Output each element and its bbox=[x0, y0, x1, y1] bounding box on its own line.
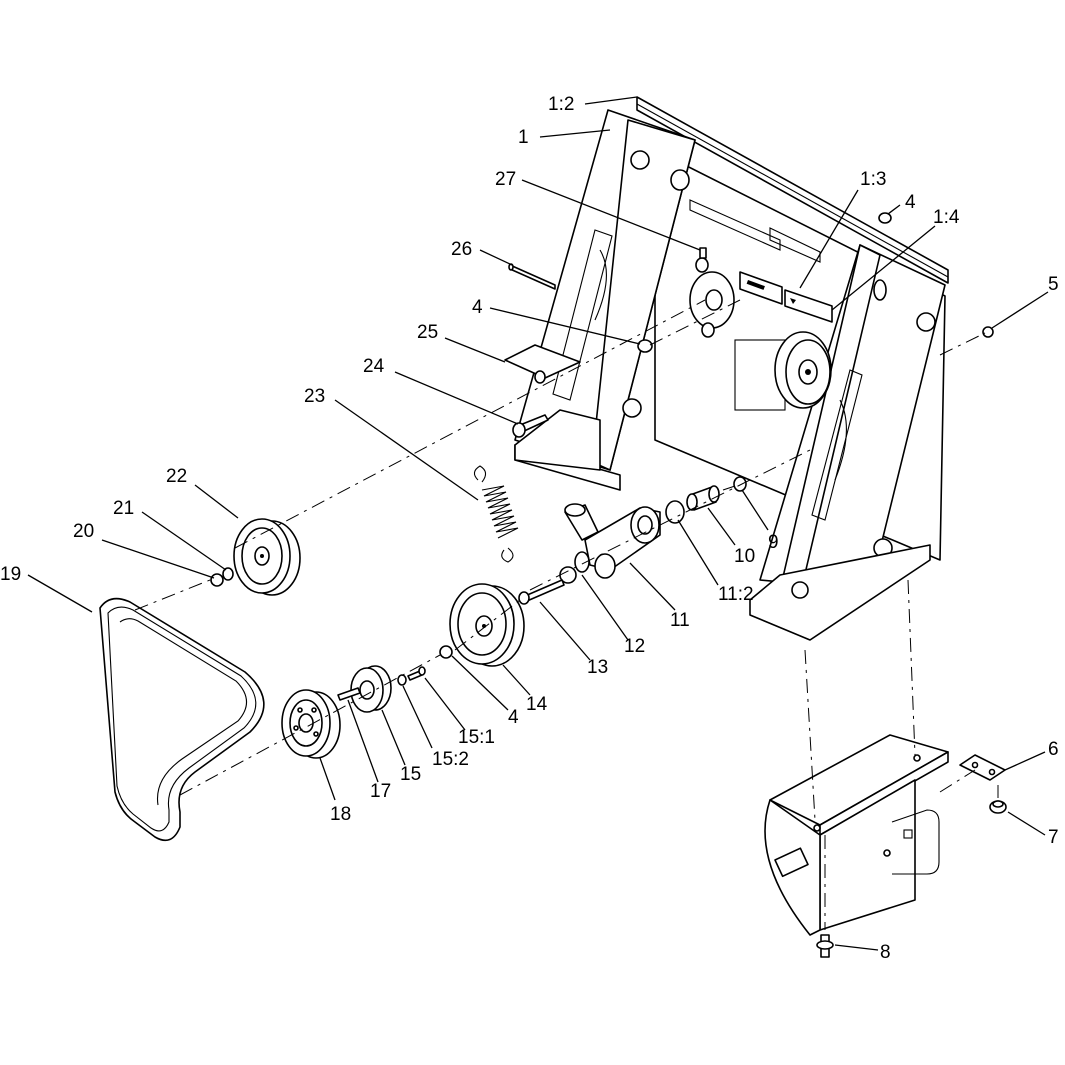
callout-27: 27 bbox=[495, 169, 516, 190]
callout-1-2: 1:2 bbox=[548, 94, 574, 115]
part-15-1-bolt bbox=[407, 666, 426, 681]
part-24-bolt bbox=[512, 414, 549, 438]
part-15-hub bbox=[350, 665, 392, 713]
part-4-nut-low bbox=[439, 645, 453, 659]
callout-4: 4 bbox=[905, 192, 916, 213]
part-13-bolt bbox=[518, 579, 565, 605]
part-21-washer bbox=[222, 567, 234, 581]
callout-15-2: 15:2 bbox=[432, 749, 469, 770]
part-17-key bbox=[337, 687, 361, 701]
part-4-nut-top bbox=[878, 212, 892, 224]
part-19-belt bbox=[99, 597, 265, 842]
callout-25: 25 bbox=[417, 322, 438, 343]
callout-20: 20 bbox=[73, 521, 94, 542]
part-20-nut bbox=[210, 573, 224, 587]
callout-15-1: 15:1 bbox=[458, 727, 495, 748]
back-plate-pulley bbox=[774, 331, 832, 409]
callout-24: 24 bbox=[363, 356, 385, 377]
part-25-bracket bbox=[504, 344, 581, 384]
part-11-idler-arm bbox=[564, 503, 661, 579]
callout-11: 11 bbox=[670, 610, 690, 631]
callout-1-4: 1:4 bbox=[933, 207, 960, 228]
callout-21: 21 bbox=[113, 498, 134, 519]
frame-assembly bbox=[514, 96, 949, 641]
callout-1-3: 1:3 bbox=[860, 169, 886, 190]
part-22-pulley bbox=[233, 518, 301, 596]
callout-13: 13 bbox=[587, 657, 608, 678]
mounting-bracket bbox=[764, 734, 949, 936]
callout-4: 4 bbox=[472, 297, 483, 318]
callout-7: 7 bbox=[1048, 827, 1059, 848]
callout-14: 14 bbox=[526, 694, 548, 715]
callout-22: 22 bbox=[166, 466, 187, 487]
callout-26: 26 bbox=[451, 239, 472, 260]
callout-4: 4 bbox=[508, 707, 519, 728]
callout-18: 18 bbox=[330, 804, 351, 825]
part-14-pulley bbox=[449, 583, 525, 667]
part-23-spring bbox=[473, 465, 519, 563]
leader-lines bbox=[27, 96, 1049, 951]
callout-5: 5 bbox=[1048, 274, 1059, 295]
part-15-2-washer bbox=[397, 674, 407, 686]
part-27-washer bbox=[699, 247, 707, 259]
callout-15: 15 bbox=[400, 764, 421, 785]
callout-10: 10 bbox=[734, 546, 755, 567]
part-6-plate bbox=[959, 754, 1006, 781]
part-18-pulley bbox=[281, 689, 341, 759]
part-9-bolt bbox=[722, 476, 747, 492]
part-10-spacer bbox=[686, 485, 720, 511]
callout-labels: 1:2 1 27 1:3 4 1:4 26 5 4 25 24 23 22 21… bbox=[0, 94, 1059, 963]
callout-17: 17 bbox=[370, 781, 391, 802]
callout-23: 23 bbox=[304, 386, 325, 407]
callout-6: 6 bbox=[1048, 739, 1059, 760]
part-5-nut bbox=[982, 326, 994, 338]
part-26-pin bbox=[508, 263, 556, 290]
part-8-bolt bbox=[816, 934, 834, 958]
callout-12: 12 bbox=[624, 636, 645, 657]
callout-19: 19 bbox=[0, 564, 21, 585]
decal-1-4 bbox=[784, 289, 833, 323]
part-4-nut-mid bbox=[637, 339, 653, 353]
decal-1-3 bbox=[739, 271, 783, 305]
part-12-washers bbox=[559, 551, 590, 584]
callout-9: 9 bbox=[768, 532, 779, 553]
part-7-nut bbox=[989, 800, 1007, 814]
callout-8: 8 bbox=[880, 942, 891, 963]
part-11-2-bushing bbox=[665, 500, 685, 524]
callout-1: 1 bbox=[518, 127, 529, 148]
callout-11-2: 11:2 bbox=[718, 584, 754, 605]
